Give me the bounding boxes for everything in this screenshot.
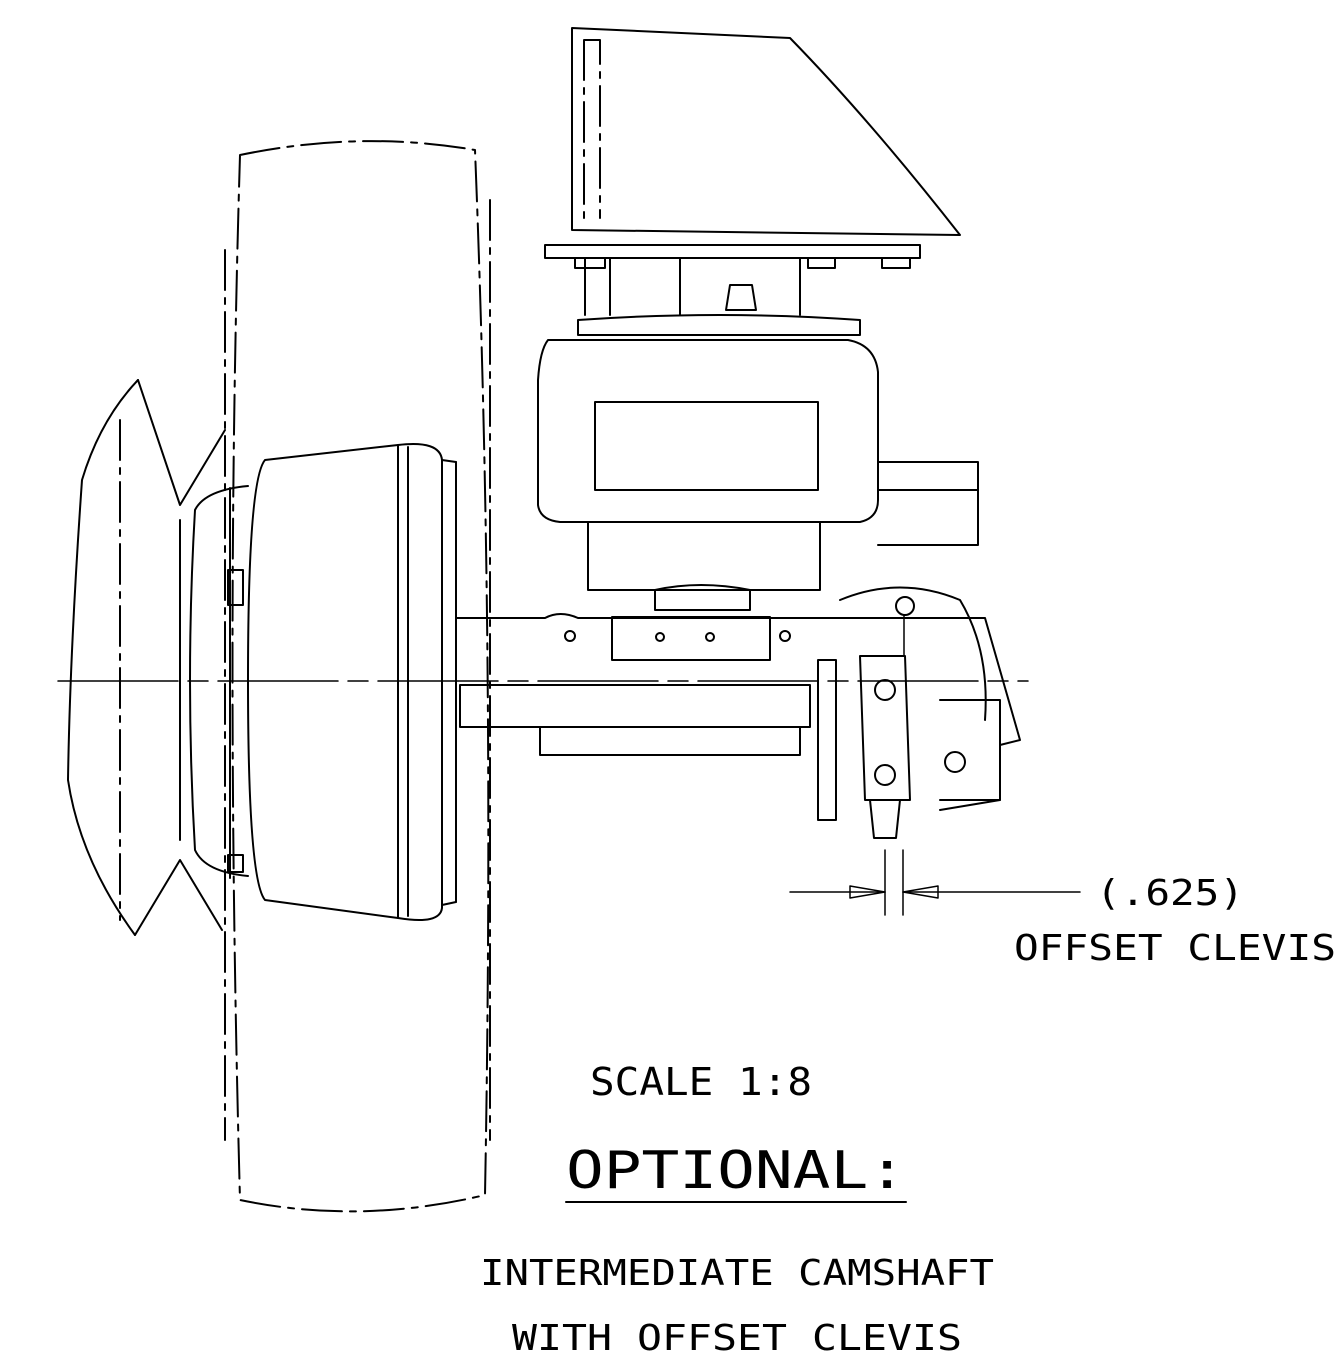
offset-dimension — [789, 849, 1081, 916]
tire-outline — [224, 140, 491, 1213]
scale-label: SCALE 1:8 — [590, 1060, 812, 1104]
inner-tire-fragment — [67, 379, 226, 936]
optional-heading: OPTIONAL: — [566, 1141, 906, 1201]
wheel-hub — [179, 443, 457, 921]
dimension-label: OFFSET CLEVIS — [1014, 928, 1336, 969]
axle-beam — [455, 584, 1021, 811]
caption-line-1: INTERMEDIATE CAMSHAFT — [480, 1253, 994, 1294]
hanger-bracket — [544, 27, 961, 316]
caption-line-2: WITH OFFSET CLEVIS — [512, 1318, 962, 1359]
dimension-value: (.625) — [1096, 873, 1244, 914]
air-spring — [537, 314, 979, 591]
brake-chamber-clevis — [817, 586, 1001, 839]
